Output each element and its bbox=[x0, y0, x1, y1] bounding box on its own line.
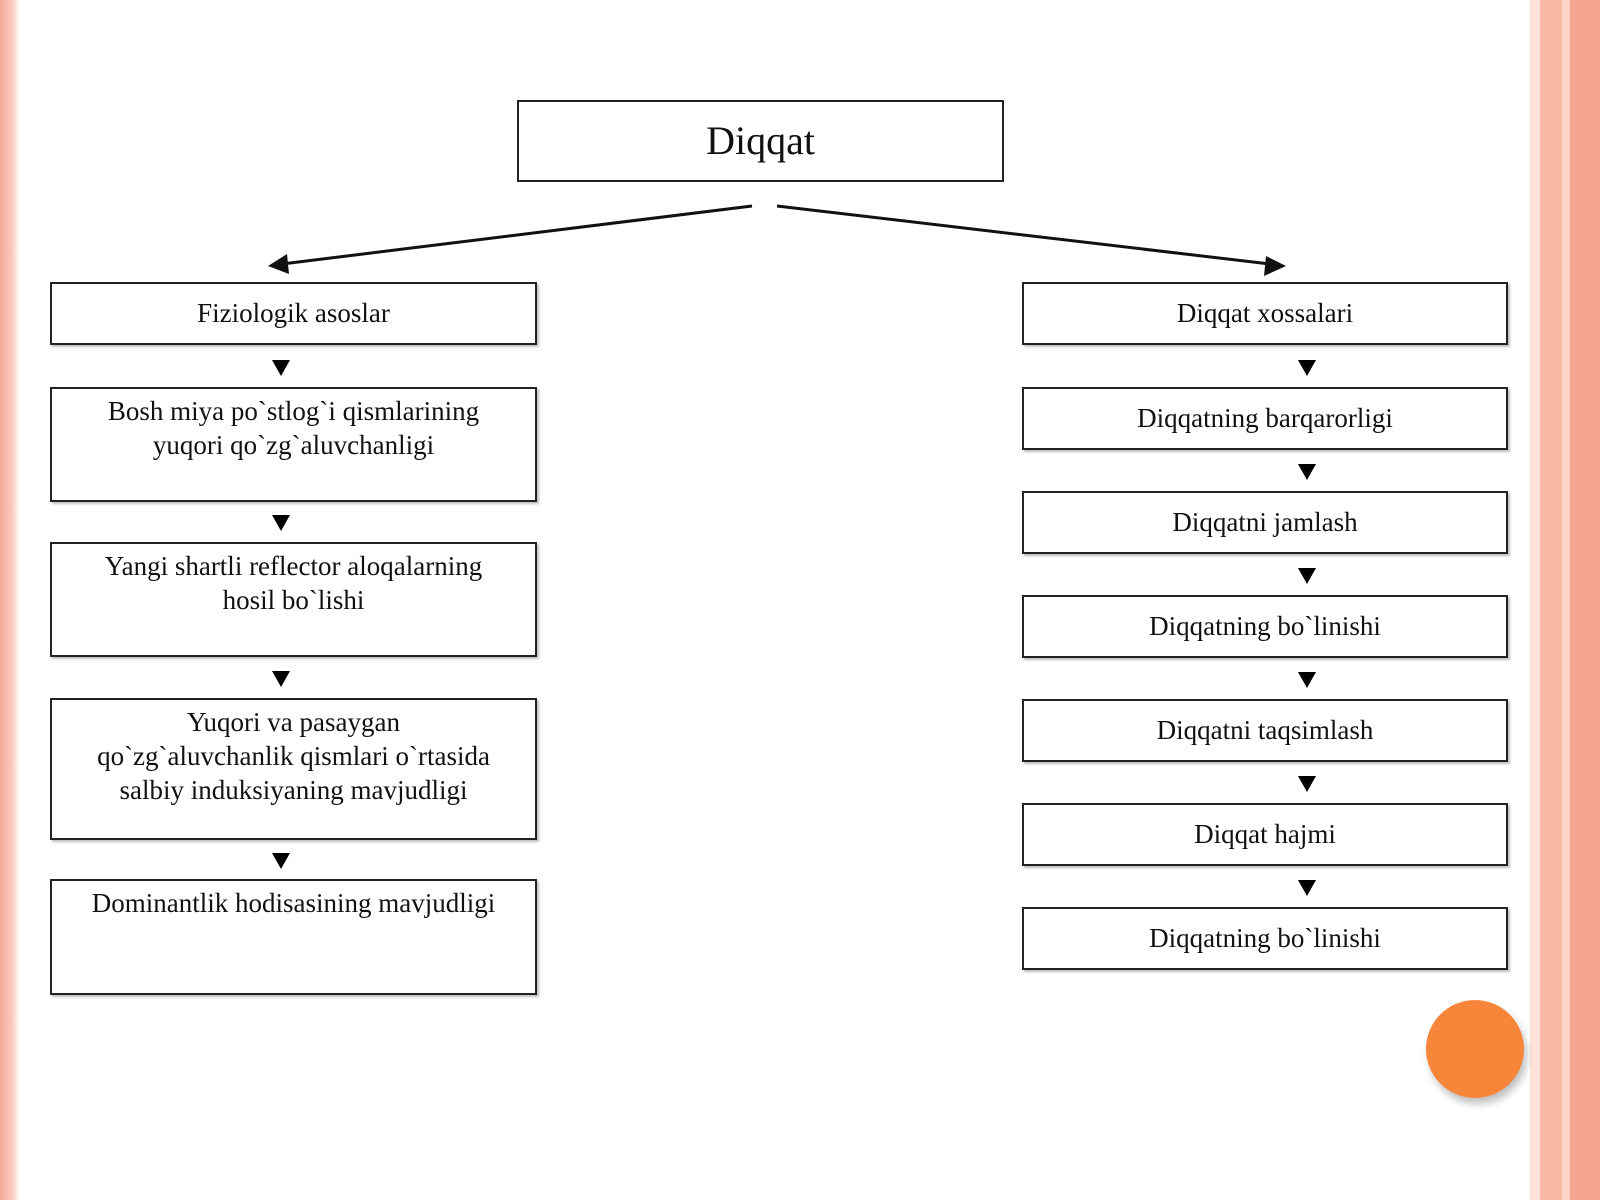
down-arrow-icon bbox=[1298, 360, 1316, 376]
left-node-2: Yangi shartli reflector aloqalarning hos… bbox=[50, 542, 537, 657]
left-decor-stripe bbox=[0, 0, 20, 1200]
down-arrow-icon bbox=[272, 671, 290, 687]
right-node-1: Diqqatning barqarorligi bbox=[1022, 387, 1508, 450]
decorative-circle bbox=[1426, 1000, 1524, 1098]
left-node-1: Bosh miya po`stlog`i qismlarining yuqori… bbox=[50, 387, 537, 502]
right-header-node: Diqqat xossalari bbox=[1022, 282, 1508, 345]
right-node-6: Diqqatning bo`linishi bbox=[1022, 907, 1508, 970]
branch-arrow-left bbox=[281, 204, 753, 266]
down-arrow-icon bbox=[1298, 464, 1316, 480]
down-arrow-icon bbox=[272, 515, 290, 531]
left-node-4: Dominantlik hodisasining mavjudligi bbox=[50, 879, 537, 995]
down-arrow-icon bbox=[272, 853, 290, 869]
right-decor-stripes bbox=[1530, 0, 1600, 1200]
down-arrow-icon bbox=[1298, 568, 1316, 584]
branch-arrowhead-left bbox=[268, 254, 289, 274]
right-node-4: Diqqatni taqsimlash bbox=[1022, 699, 1508, 762]
right-node-5: Diqqat hajmi bbox=[1022, 803, 1508, 866]
down-arrow-icon bbox=[272, 360, 290, 376]
root-node: Diqqat bbox=[517, 100, 1004, 182]
branch-arrow-right bbox=[776, 204, 1271, 266]
left-node-3: Yuqori va pasaygan qo`zg`aluvchanlik qis… bbox=[50, 698, 537, 840]
right-node-3: Diqqatning bo`linishi bbox=[1022, 595, 1508, 658]
down-arrow-icon bbox=[1298, 880, 1316, 896]
down-arrow-icon bbox=[1298, 672, 1316, 688]
down-arrow-icon bbox=[1298, 776, 1316, 792]
left-header-node: Fiziologik asoslar bbox=[50, 282, 537, 345]
branch-arrowhead-right bbox=[1264, 256, 1286, 276]
right-node-2: Diqqatni jamlash bbox=[1022, 491, 1508, 554]
